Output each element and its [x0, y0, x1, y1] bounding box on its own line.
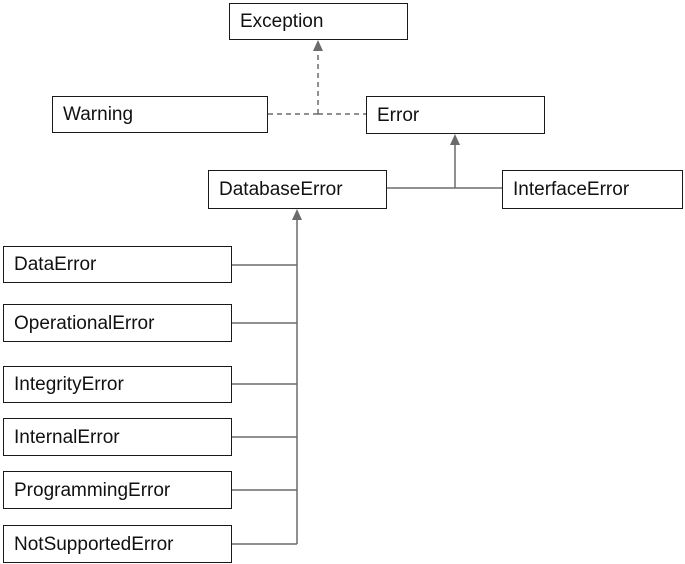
node-error: Error: [366, 96, 545, 134]
node-not-supported-error: NotSupportedError: [3, 525, 232, 563]
node-integrity-error: IntegrityError: [3, 366, 232, 403]
arrowhead-databaseerror: [292, 209, 302, 220]
arrowhead-exception: [313, 40, 323, 51]
node-programming-error: ProgrammingError: [3, 471, 232, 509]
arrowhead-error: [450, 134, 460, 145]
node-operational-error: OperationalError: [3, 304, 232, 342]
node-database-error: DatabaseError: [208, 170, 387, 209]
node-internal-error: InternalError: [3, 418, 232, 456]
node-data-error: DataError: [3, 246, 232, 283]
node-interface-error: InterfaceError: [502, 170, 683, 209]
node-warning: Warning: [52, 96, 268, 133]
node-exception: Exception: [229, 3, 408, 40]
